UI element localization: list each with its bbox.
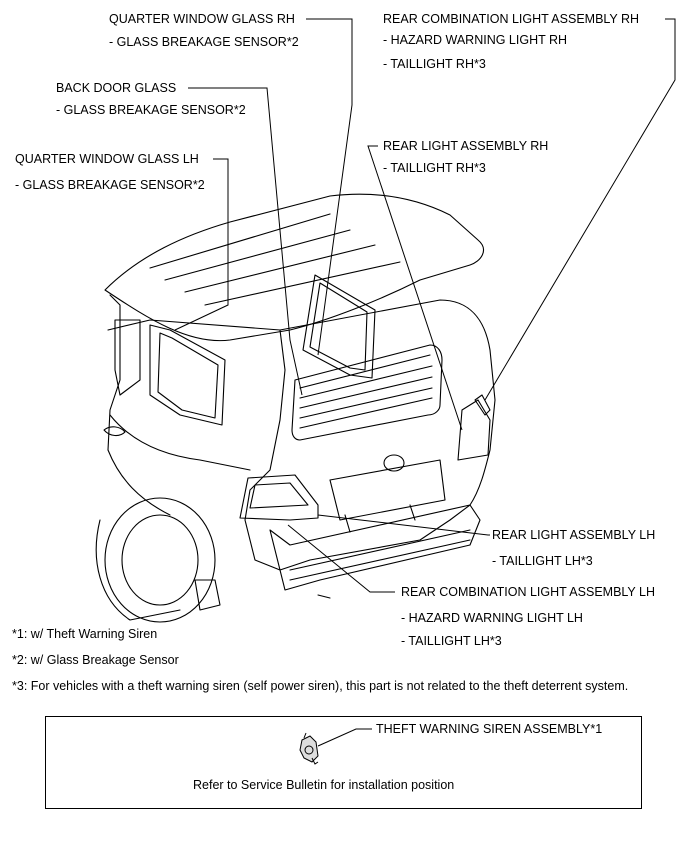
leader-back-door	[188, 87, 303, 396]
footnote-3: *3: For vehicles with a theft warning si…	[12, 679, 629, 693]
siren-panel	[45, 716, 642, 809]
emblem	[383, 454, 405, 472]
leader-siren	[317, 728, 372, 747]
leader-rear-light-rh	[367, 145, 463, 431]
side-body-outline	[107, 319, 281, 516]
callout-back-door-sub: - GLASS BREAKAGE SENSOR*2	[56, 103, 246, 117]
siren-title: THEFT WARNING SIREN ASSEMBLY*1	[376, 722, 603, 736]
leader-quarter-rh	[306, 18, 353, 356]
callout-rear-light-rh-title: REAR LIGHT ASSEMBLY RH	[383, 139, 549, 153]
leader-rear-combo-lh	[287, 524, 395, 593]
roof-outline	[104, 193, 484, 342]
callout-rear-light-lh-title: REAR LIGHT ASSEMBLY LH	[492, 528, 656, 542]
callout-quarter-rh-title: QUARTER WINDOW GLASS RH	[109, 12, 295, 26]
leader-rear-light-lh	[317, 514, 490, 536]
leader-rear-combo-rh	[484, 18, 676, 401]
callout-back-door-title: BACK DOOR GLASS	[56, 81, 177, 95]
rear-body-outline	[244, 299, 496, 571]
callout-quarter-lh-title: QUARTER WINDOW GLASS LH	[15, 152, 199, 166]
back-door-glass	[291, 344, 443, 441]
callout-rear-combo-lh-sub2: - TAILLIGHT LH*3	[401, 634, 502, 648]
rear-light-rh	[457, 399, 491, 461]
rear-light-lh	[239, 474, 319, 521]
callout-rear-combo-rh-sub2: - TAILLIGHT RH*3	[383, 57, 486, 71]
callout-rear-combo-lh-title: REAR COMBINATION LIGHT ASSEMBLY LH	[401, 585, 655, 599]
rh-quarter-window	[302, 274, 376, 379]
callout-rear-light-lh-sub: - TAILLIGHT LH*3	[492, 554, 593, 568]
lh-quarter-window	[149, 324, 226, 426]
callout-quarter-lh-sub: - GLASS BREAKAGE SENSOR*2	[15, 178, 205, 192]
leader-quarter-lh	[174, 158, 229, 331]
footnote-2: *2: w/ Glass Breakage Sensor	[12, 653, 179, 667]
callout-rear-combo-lh-sub1: - HAZARD WARNING LIGHT LH	[401, 611, 583, 625]
footnote-1: *1: w/ Theft Warning Siren	[12, 627, 158, 641]
callout-rear-light-rh-sub: - TAILLIGHT RH*3	[383, 161, 486, 175]
callout-rear-combo-rh-sub1: - HAZARD WARNING LIGHT RH	[383, 33, 568, 47]
callout-rear-combo-rh-title: REAR COMBINATION LIGHT ASSEMBLY RH	[383, 12, 640, 26]
rear-wheel	[104, 497, 216, 623]
callout-quarter-rh-sub: - GLASS BREAKAGE SENSOR*2	[109, 35, 299, 49]
siren-instruction: Refer to Service Bulletin for installati…	[193, 778, 455, 792]
